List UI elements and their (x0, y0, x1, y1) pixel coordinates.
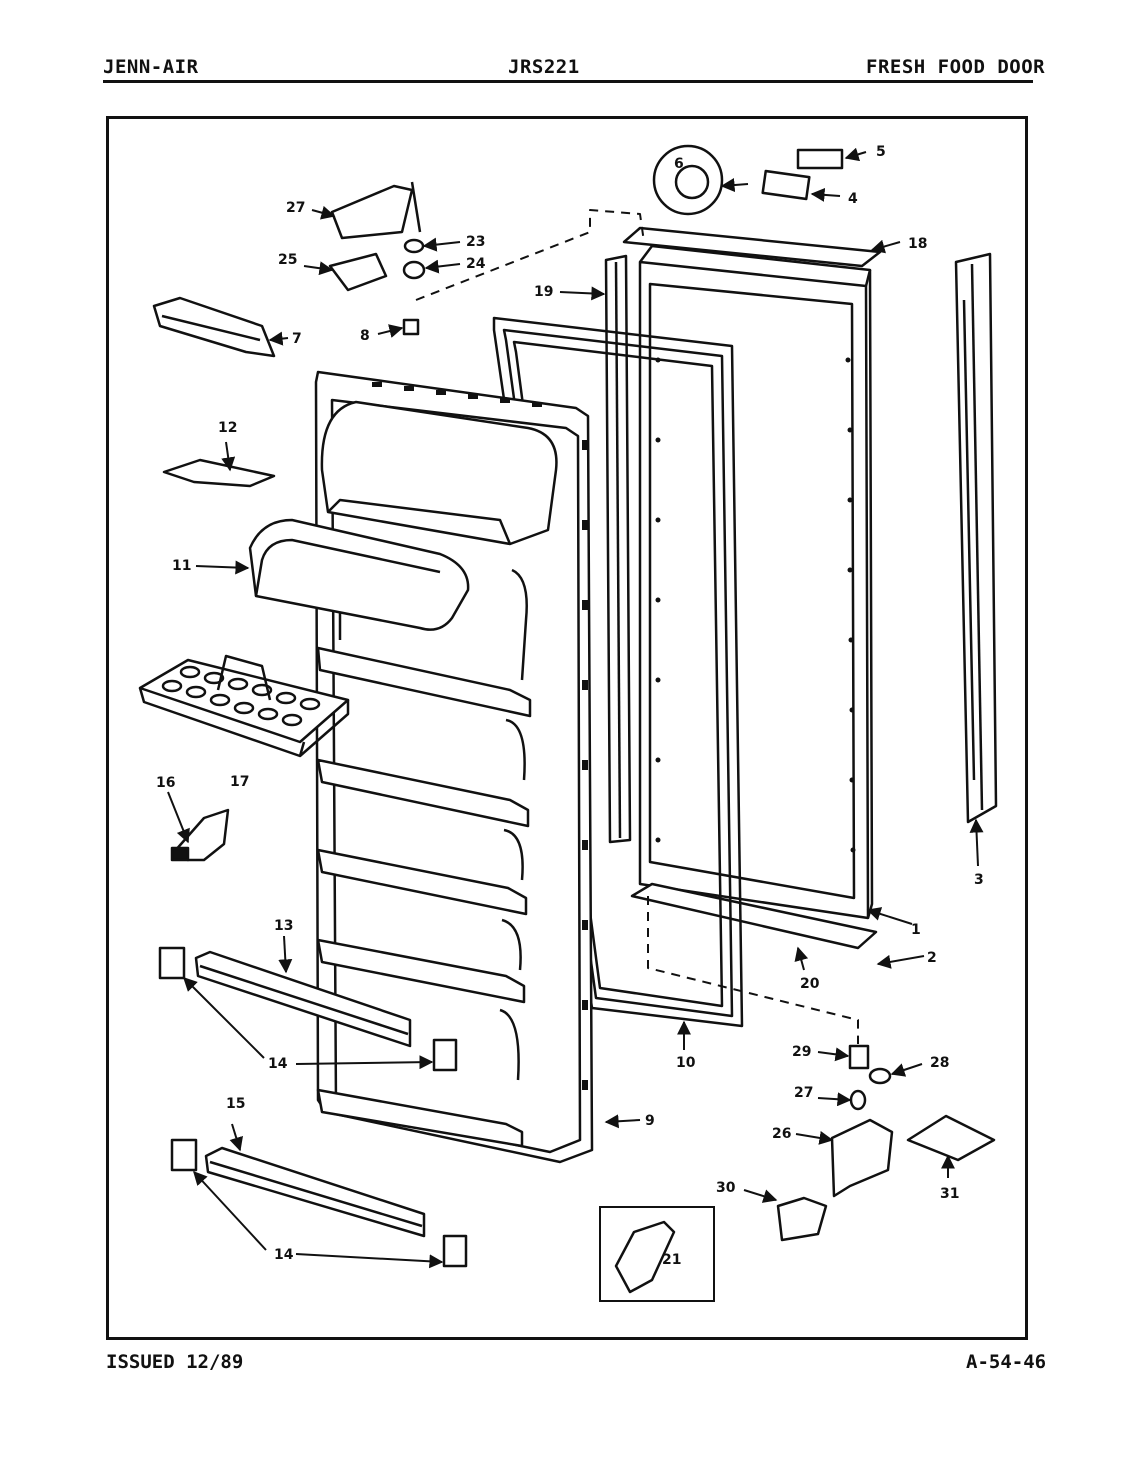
bracket-30 (776, 1196, 828, 1242)
knob-6 (652, 144, 724, 216)
callout-23: 23 (466, 234, 485, 250)
hinge-31 (906, 1114, 996, 1162)
callout-16: 16 (156, 775, 175, 791)
spring-bracket-7 (152, 296, 276, 358)
callout-27b: 27 (794, 1085, 813, 1101)
callout-31: 31 (940, 1186, 959, 1202)
callout-26: 26 (772, 1126, 791, 1142)
door-bottom-cap (630, 882, 878, 950)
diagram-frame (106, 116, 1028, 1340)
callout-20: 20 (800, 976, 820, 992)
header-rule (103, 80, 1033, 83)
callout-9: 9 (645, 1113, 655, 1129)
dairy-door (248, 518, 470, 631)
model-label: JRS221 (508, 56, 580, 78)
washer-23 (403, 238, 425, 254)
callout-17: 17 (230, 774, 249, 790)
callout-1: 1 (911, 922, 921, 938)
washer-28 (868, 1067, 892, 1085)
issued-date: ISSUED 12/89 (106, 1351, 244, 1373)
shelf-clip (162, 458, 276, 488)
door-gasket (492, 316, 744, 1028)
bushing-24 (402, 260, 426, 280)
callout-19: 19 (534, 284, 553, 300)
bezel-4 (761, 169, 811, 201)
callout-11: 11 (172, 558, 191, 574)
door-outer-panel (638, 244, 874, 920)
bottom-hinge-26 (830, 1118, 894, 1198)
callout-3: 3 (974, 872, 984, 888)
callout-4: 4 (848, 191, 858, 207)
callout-15: 15 (226, 1096, 245, 1112)
callout-2: 2 (927, 950, 937, 966)
egg-tray (138, 654, 350, 758)
callout-28: 28 (930, 1055, 949, 1071)
callout-27a: 27 (286, 200, 305, 216)
brand-label: JENN-AIR (103, 56, 199, 78)
callout-24: 24 (466, 256, 486, 272)
callout-14b: 14 (274, 1247, 294, 1263)
page-code: A-54-46 (966, 1351, 1047, 1373)
callout-13: 13 (274, 918, 293, 934)
part-21-inset-box (599, 1206, 715, 1302)
section-title: FRESH FOOD DOOR (866, 56, 1046, 78)
door-liner (314, 370, 594, 1164)
end-caps (158, 946, 468, 1268)
block-8 (402, 318, 420, 336)
hinge-plate (328, 252, 388, 292)
door-handle (954, 252, 998, 824)
callout-21: 21 (662, 1252, 681, 1268)
callout-5: 5 (876, 144, 886, 160)
callout-10: 10 (676, 1055, 696, 1071)
callout-29: 29 (792, 1044, 811, 1060)
callout-25: 25 (278, 252, 297, 268)
pin-27 (849, 1089, 867, 1111)
label-5 (796, 148, 844, 170)
callout-12: 12 (218, 420, 237, 436)
callout-6: 6 (674, 156, 684, 172)
callout-30: 30 (716, 1180, 736, 1196)
part-21 (614, 1220, 676, 1294)
callout-14a: 14 (268, 1056, 288, 1072)
callout-7: 7 (292, 331, 302, 347)
shelf-rail-lower (204, 1146, 426, 1238)
callout-18: 18 (908, 236, 927, 252)
callout-8: 8 (360, 328, 370, 344)
door-top-cap (622, 226, 882, 268)
bushing-29 (848, 1044, 870, 1070)
top-hinge (330, 184, 414, 240)
